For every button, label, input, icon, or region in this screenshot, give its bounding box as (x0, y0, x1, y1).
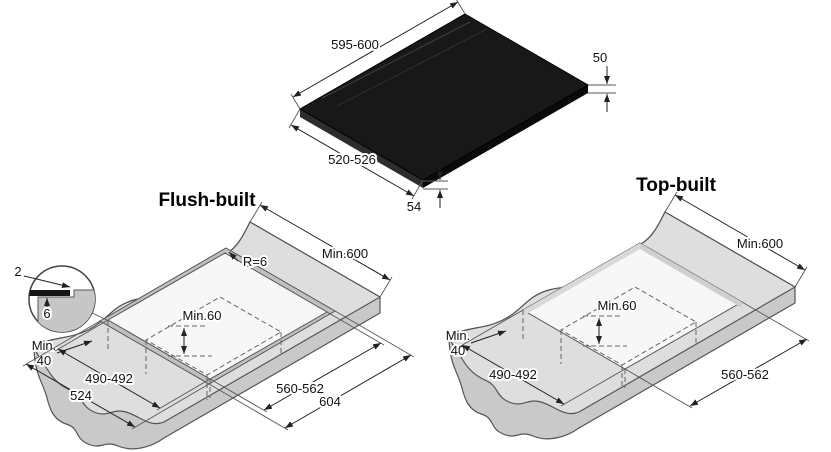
flush-recess-width-label: 524 (70, 388, 92, 403)
top-cutout-wall-right (640, 243, 742, 308)
flush-min-depth-dimension: Min.600 (249, 201, 393, 298)
dimension-cooktop-width: 595-600 (290, 0, 466, 110)
cooktop-front-height-label: 54 (407, 199, 421, 214)
detail-depth-label: 6 (43, 306, 50, 321)
detail-worktop-section (37, 289, 95, 332)
top-built-title: Top-built (636, 175, 717, 196)
top-cutout-wall-left (523, 243, 640, 316)
cooktop-isometric-view: 595-600 520-526 50 54 (288, 0, 616, 216)
flush-radius-label: R=6 (243, 254, 267, 269)
top-built-diagram: Top-built Min.60 Min.600 (444, 175, 810, 440)
top-cutout-length-dimension: 560-562 (624, 301, 810, 409)
flush-cutout-width-label: 490-492 (85, 371, 133, 386)
top-min-edge-dimension: Min. 40 (444, 326, 507, 360)
flush-min-depth-label: Min.600 (322, 246, 368, 261)
top-min-clearance-label: Min.60 (597, 298, 636, 313)
detail-gap-label: 2 (14, 264, 21, 279)
flush-recess-width-dimension: 524 (22, 320, 210, 430)
flush-edge-detail: 2 6 (12, 262, 108, 333)
flush-min-clearance-label: Min.60 (182, 308, 221, 323)
cooktop-width-label: 595-600 (331, 37, 379, 52)
top-cutout-length-label: 560-562 (721, 367, 769, 382)
flush-recess-length-dimension: 604 (208, 310, 415, 431)
flush-built-title: Flush-built (158, 190, 256, 211)
flush-built-diagram: Flush-built Min.60 R=6 (12, 190, 415, 450)
top-cutout-width-label: 490-492 (489, 367, 537, 382)
top-cutout-width-dimension: 490-492 (458, 309, 626, 407)
cooktop-depth-label: 520-526 (328, 152, 376, 167)
top-min-depth-label: Min.600 (737, 236, 783, 251)
flush-cutout-length-label: 560-562 (276, 381, 324, 396)
top-min-clearance-dimension: Min.60 (583, 296, 639, 347)
flush-min-edge-label-2: 40 (37, 353, 51, 368)
dimension-cooktop-thickness: 50 (588, 48, 616, 112)
flush-min-edge-label-1: Min. (32, 338, 57, 353)
dimension-cooktop-front-height: 54 (405, 163, 448, 216)
cooktop-thickness-label: 50 (593, 50, 607, 65)
detail-hob-edge (29, 290, 70, 296)
cooktop-front-right-face (423, 85, 588, 188)
top-min-edge-label-1: Min. (446, 328, 471, 343)
flush-recess-length-label: 604 (319, 394, 341, 409)
top-min-depth-dimension: Min.600 (664, 191, 808, 288)
dimension-cooktop-depth: 520-526 (288, 108, 424, 200)
flush-min-clearance-dimension: Min.60 (168, 306, 224, 357)
